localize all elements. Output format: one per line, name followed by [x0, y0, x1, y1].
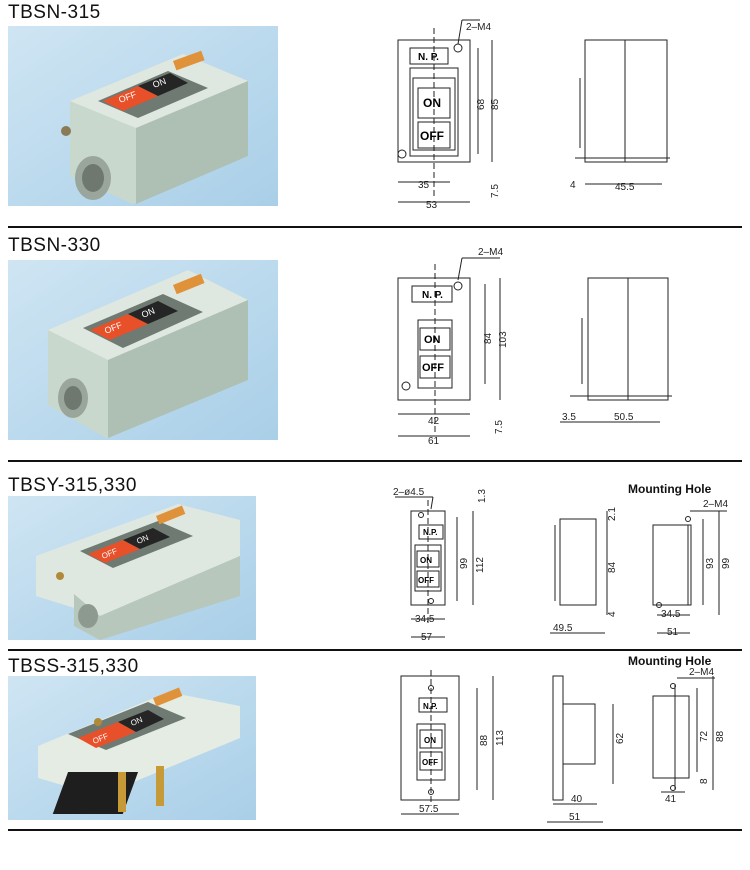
dim-label: 57.5: [419, 804, 439, 815]
np-label: N. P.: [422, 290, 443, 301]
product-photo-tbss-315-330: OFF ON: [8, 676, 256, 820]
dim-label: 85: [490, 98, 501, 110]
dim-label: 88: [715, 730, 726, 742]
product-photo-tbsn-330: OFF ON: [8, 260, 278, 440]
model-title-tbss-315-330: TBSS-315,330: [8, 656, 139, 677]
section-divider: [8, 460, 742, 462]
dim-label: 3.5: [562, 412, 576, 423]
dimension-drawing-tbsy-315-330: N.P. ON OFF 2–ø4.5 1.3 99 112 34.5 57 2.…: [393, 487, 732, 643]
on-label: ON: [423, 96, 441, 110]
dim-label: 50.5: [614, 412, 634, 423]
dim-label: 61: [428, 436, 440, 444]
section-divider: [8, 649, 742, 651]
dim-label: 7.5: [494, 420, 505, 434]
dimension-drawing-tbsn-330: N. P. ON OFF 2–M4 84 103 42 61 7.5 3.5 5…: [397, 247, 672, 444]
model-title-tbsn-315: TBSN-315: [8, 2, 101, 23]
dim-label: 2.1: [607, 507, 618, 521]
dim-label: 51: [667, 627, 679, 638]
off-label: OFF: [422, 758, 438, 767]
svg-text:ON: ON: [129, 715, 144, 728]
model-title-tbsy-315-330: TBSY-315,330: [8, 475, 137, 496]
dim-label: 51: [569, 812, 581, 823]
dim-label: 68: [476, 98, 487, 110]
dim-label: 62: [615, 732, 626, 744]
off-label: OFF: [420, 129, 444, 143]
dim-label: 7.5: [490, 184, 501, 198]
dim-label: 2–M4: [466, 22, 491, 33]
mounting-hole-label: Mounting Hole: [628, 482, 712, 496]
dim-label: 112: [475, 557, 486, 573]
off-label: OFF: [422, 362, 444, 374]
dim-label: 8: [699, 778, 710, 784]
dim-label: 53: [426, 200, 438, 211]
dim-label: 49.5: [553, 623, 573, 634]
dim-label: 45.5: [615, 182, 635, 193]
np-label: N.P.: [423, 528, 438, 537]
section-divider: [8, 226, 742, 228]
np-label: N.P.: [423, 702, 438, 711]
dim-label: 1.3: [477, 489, 488, 503]
svg-text:ON: ON: [140, 306, 156, 320]
svg-text:ON: ON: [151, 76, 167, 90]
on-label: ON: [424, 736, 436, 745]
dim-label: 2–M4: [703, 499, 728, 510]
dim-label: 93: [705, 557, 716, 569]
dim-label: 99: [459, 557, 470, 569]
dim-label: 84: [607, 561, 618, 573]
section-divider: [8, 829, 742, 831]
dimension-drawing-tbss-315-330: N.P. ON OFF 88 113 57.5 62 40 51 2–M4 72…: [400, 667, 726, 823]
product-photo-tbsy-315-330: OFF ON: [8, 496, 256, 640]
dim-label: 84: [483, 332, 494, 344]
dim-label: 103: [498, 331, 509, 348]
dim-label: 35: [418, 180, 430, 191]
dimension-drawing-tbsn-315: N. P. ON OFF 2–M4 68 85 35 53 7.5 4 45.5: [397, 19, 670, 211]
np-label: N. P.: [418, 52, 439, 63]
dim-label: 40: [571, 794, 583, 805]
dim-label: 4: [570, 180, 576, 191]
dim-label: 41: [665, 794, 677, 805]
product-photo-tbsn-315: OFF ON: [8, 26, 278, 206]
dim-label: 113: [495, 730, 506, 746]
svg-text:ON: ON: [135, 533, 150, 546]
dim-label: 34.5: [415, 614, 435, 625]
dim-label: 57: [421, 632, 433, 643]
dim-label: 34.5: [661, 609, 681, 620]
on-label: ON: [420, 556, 432, 565]
dim-label: 88: [479, 734, 490, 746]
off-label: OFF: [418, 576, 434, 585]
dim-label: 2–ø4.5: [393, 487, 425, 498]
dim-label: 2–M4: [478, 247, 503, 258]
on-label: ON: [424, 334, 441, 346]
dim-label: 2–M4: [689, 667, 714, 678]
dim-label: 4: [607, 611, 618, 617]
model-title-tbsn-330: TBSN-330: [8, 235, 101, 256]
dim-label: 99: [721, 557, 732, 569]
dim-label: 42: [428, 416, 440, 427]
dim-label: 72: [699, 730, 710, 742]
mounting-hole-label: Mounting Hole: [628, 654, 712, 668]
